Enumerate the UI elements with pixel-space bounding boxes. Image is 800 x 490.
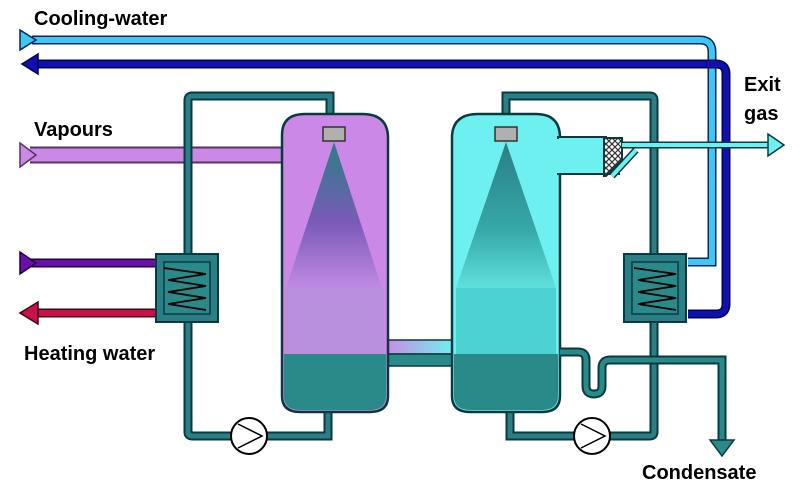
condensate-label: Condensate bbox=[642, 462, 756, 484]
left-column-nozzle bbox=[322, 126, 346, 142]
right-column-nozzle bbox=[494, 126, 518, 142]
heating-water-label: Heating water bbox=[24, 343, 155, 365]
exit-gas-label-line2: gas bbox=[744, 103, 778, 125]
demister-filter bbox=[603, 137, 623, 177]
heating-water-inlet-arrow bbox=[19, 250, 38, 276]
left-circulation-loop bbox=[183, 91, 335, 441]
right-column-spray bbox=[456, 142, 556, 288]
vapour-inlet bbox=[19, 141, 290, 169]
heating-water-outlet-arrow bbox=[18, 300, 39, 326]
left-column-liquid bbox=[284, 354, 386, 410]
cooling-water-inlet-arrow bbox=[19, 28, 38, 52]
left-column-spray bbox=[286, 142, 382, 288]
left-heat-exchanger bbox=[155, 253, 219, 323]
vapour-inlet-arrow bbox=[19, 141, 38, 169]
left-column bbox=[280, 112, 390, 414]
exit-gas-line bbox=[609, 132, 786, 179]
vapours-label: Vapours bbox=[34, 119, 113, 141]
condensate-line bbox=[560, 347, 736, 458]
exit-gas-label-line1: Exit bbox=[744, 74, 781, 96]
cooling-water-lines bbox=[19, 28, 731, 319]
cooling-water-label: Cooling-water bbox=[34, 8, 168, 30]
right-column-liquid bbox=[454, 354, 558, 410]
cooling-water-outlet-arrow bbox=[20, 52, 39, 76]
right-pump bbox=[573, 417, 611, 455]
heating-water-lines bbox=[18, 250, 156, 326]
condensate-arrow bbox=[708, 439, 736, 458]
column-connector bbox=[383, 339, 455, 355]
right-column bbox=[450, 112, 620, 414]
cooling-water-outlet-pipe-fill bbox=[36, 61, 729, 317]
right-circulation-loop bbox=[501, 91, 659, 441]
left-pump bbox=[230, 417, 268, 455]
cooling-water-inlet-pipe-fill bbox=[32, 37, 715, 265]
exit-gas-arrow bbox=[767, 132, 786, 158]
right-heat-exchanger bbox=[623, 253, 687, 323]
